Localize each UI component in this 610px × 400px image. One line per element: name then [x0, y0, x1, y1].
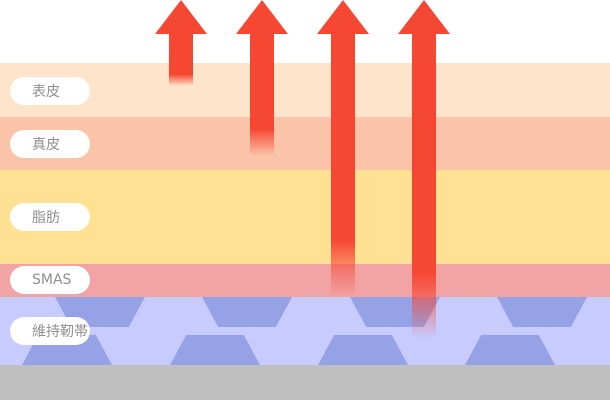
energy-arrow-epidermis	[155, 0, 207, 86]
ligament-block	[170, 335, 260, 365]
layer-epidermis	[0, 63, 610, 117]
ligament-block	[202, 297, 292, 327]
label-dermis: 真皮	[10, 130, 90, 158]
energy-arrow-smas	[317, 0, 369, 298]
arrow-head	[398, 0, 450, 34]
label-fat: 脂肪	[10, 203, 90, 231]
arrow-head	[155, 0, 207, 34]
energy-arrow-ligament	[398, 0, 450, 338]
layer-base	[0, 365, 610, 400]
layer-fat	[0, 170, 610, 264]
ligament-block	[465, 335, 555, 365]
label-epidermis: 表皮	[10, 77, 90, 105]
arrow-head	[236, 0, 288, 34]
arrow-shaft	[250, 33, 274, 156]
arrow-shaft	[169, 33, 193, 86]
arrow-head	[317, 0, 369, 34]
energy-arrow-dermis	[236, 0, 288, 156]
layer-dermis	[0, 117, 610, 170]
label-ligament: 維持靭帯	[10, 317, 90, 345]
arrow-shaft	[412, 33, 436, 338]
layer-ligament	[0, 297, 610, 365]
ligament-block	[318, 335, 408, 365]
ligament-block	[497, 297, 587, 327]
arrow-shaft	[331, 33, 355, 298]
layer-smas	[0, 264, 610, 297]
label-smas: SMAS	[10, 266, 90, 294]
